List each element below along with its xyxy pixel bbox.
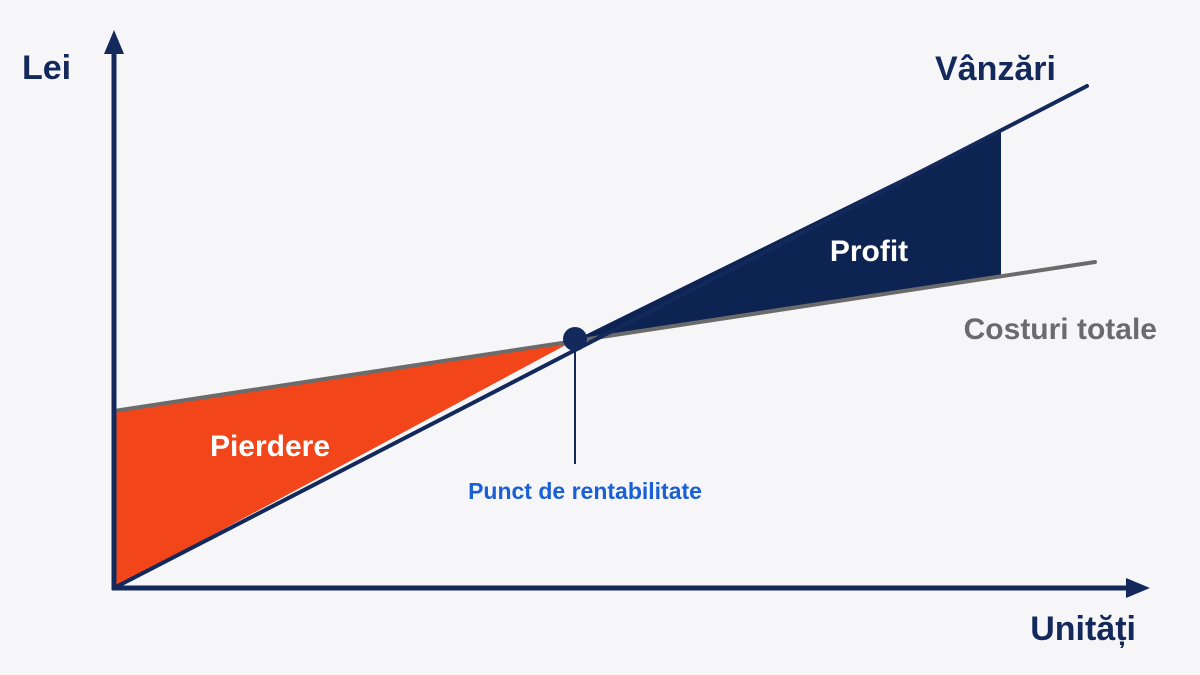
sales-line xyxy=(112,84,1089,590)
x-axis-arrow-icon xyxy=(1126,578,1150,598)
loss-area-label: Pierdere xyxy=(210,430,330,463)
y-axis-label: Lei xyxy=(22,49,71,87)
break-even-point-label: Punct de rentabilitate xyxy=(468,478,702,504)
sales-line-label: Vânzări xyxy=(935,50,1056,88)
x-axis-label: Unități xyxy=(1030,610,1136,648)
break-even-point-marker xyxy=(563,327,587,351)
loss-area xyxy=(114,340,575,588)
profit-area xyxy=(575,130,1001,340)
profit-area-label: Profit xyxy=(830,235,908,268)
total-costs-line-label: Costuri totale xyxy=(964,313,1157,346)
y-axis-arrow-icon xyxy=(104,30,124,54)
